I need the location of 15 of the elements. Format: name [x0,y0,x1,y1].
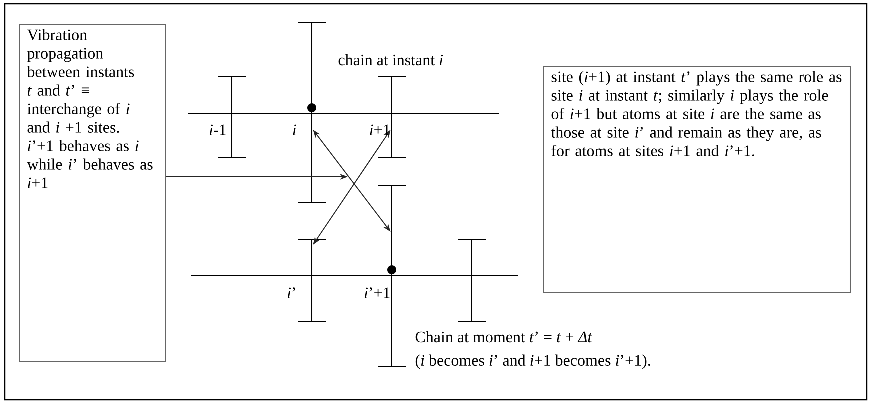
box-text: Vibration propagation between instants t and t’ ≡ interchange of i and i +1 sites. [27,29,134,134]
site-bar [298,22,326,204]
chain-caption: Chain at moment t’ = t + Δt [416,331,592,343]
box-text: site (i+1) at instant t’ plays the same role as site i at instant t; similarly i plays the role of i+1 but atoms at site i are the same as those at site i’ and remain as they are, as for atoms at sites i+1 and i’+1. [551,71,842,157]
chain-caption: chain at instant i [338,54,444,66]
text-box [19,24,166,362]
site-bar [458,240,486,322]
box-text: i’+1 behaves as i while i’ behaves as i+1 [27,140,153,188]
site-label: i+1 [370,124,390,136]
chain-caption: (i becomes i’ and i+1 becomes i’+1). [416,354,650,370]
site-label: i’+1 [364,288,390,298]
site-bar [298,240,326,322]
text-box [543,66,851,293]
site-label: i-1 [210,124,226,136]
site-label: i [293,124,296,136]
